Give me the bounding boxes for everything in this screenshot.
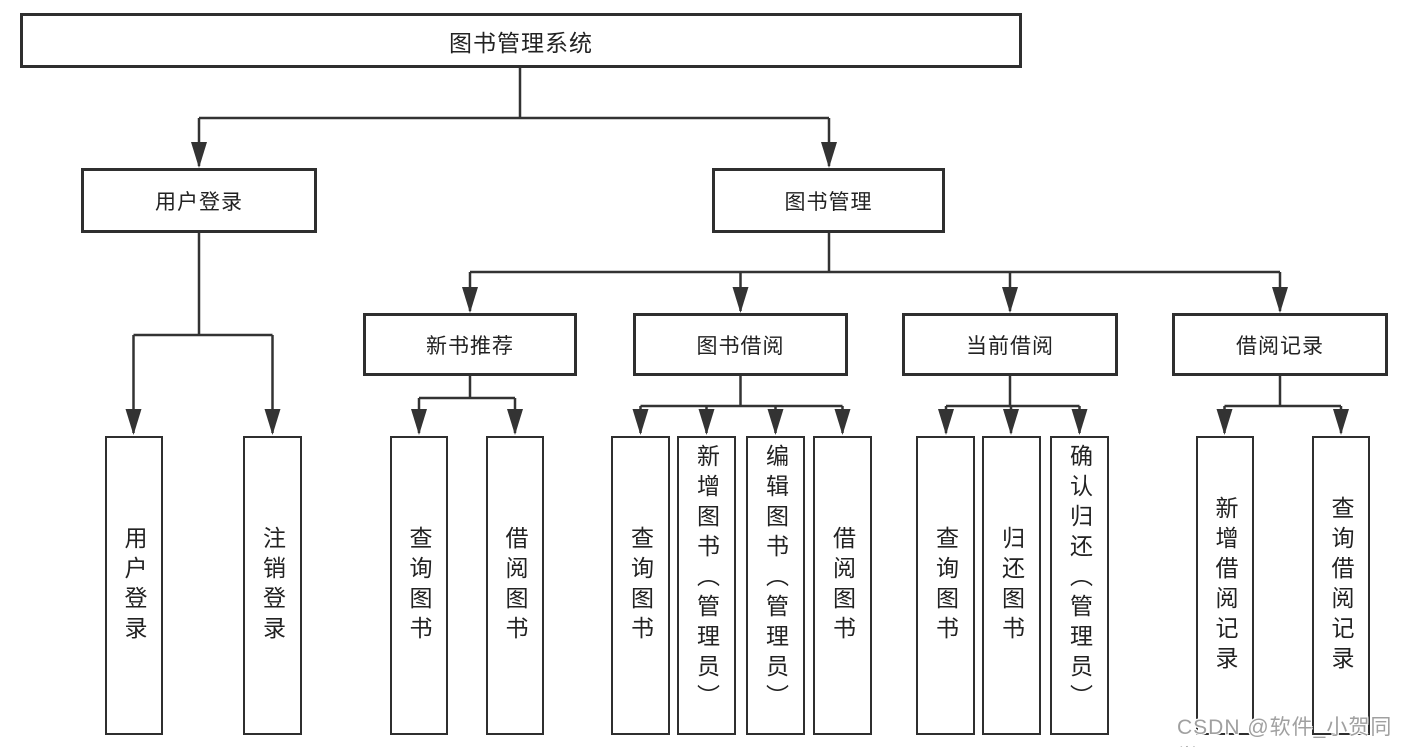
node-current-borrowing: 当前借阅 (902, 313, 1118, 376)
node-book-borrowing: 图书借阅 (633, 313, 848, 376)
leaf-recommend-query-books: 查询图书 (390, 436, 448, 735)
leaf-borrowing-edit-books-admin: 编辑图书（管理员） (746, 436, 805, 735)
watermark: CSDN @软件_小贺同学 (1177, 716, 1393, 747)
node-borrowing-records: 借阅记录 (1172, 313, 1388, 376)
leaf-current-return-books: 归还图书 (982, 436, 1041, 735)
leaf-records-add-record: 新增借阅记录 (1196, 436, 1254, 735)
leaf-borrowing-query-books: 查询图书 (611, 436, 670, 735)
leaf-current-query-books: 查询图书 (916, 436, 975, 735)
node-user-login: 用户登录 (81, 168, 317, 233)
leaf-borrowing-add-books-admin: 新增图书（管理员） (677, 436, 736, 735)
leaf-records-query-record: 查询借阅记录 (1312, 436, 1370, 735)
node-book-management: 图书管理 (712, 168, 945, 233)
leaf-logout: 注销登录 (243, 436, 302, 735)
leaf-recommend-borrow-books: 借阅图书 (486, 436, 544, 735)
leaf-user-login: 用户登录 (105, 436, 163, 735)
node-new-book-recommendation: 新书推荐 (363, 313, 577, 376)
node-library-management-system: 图书管理系统 (20, 13, 1022, 68)
leaf-borrowing-borrow-books: 借阅图书 (813, 436, 872, 735)
leaf-current-confirm-return-admin: 确认归还（管理员） (1050, 436, 1109, 735)
